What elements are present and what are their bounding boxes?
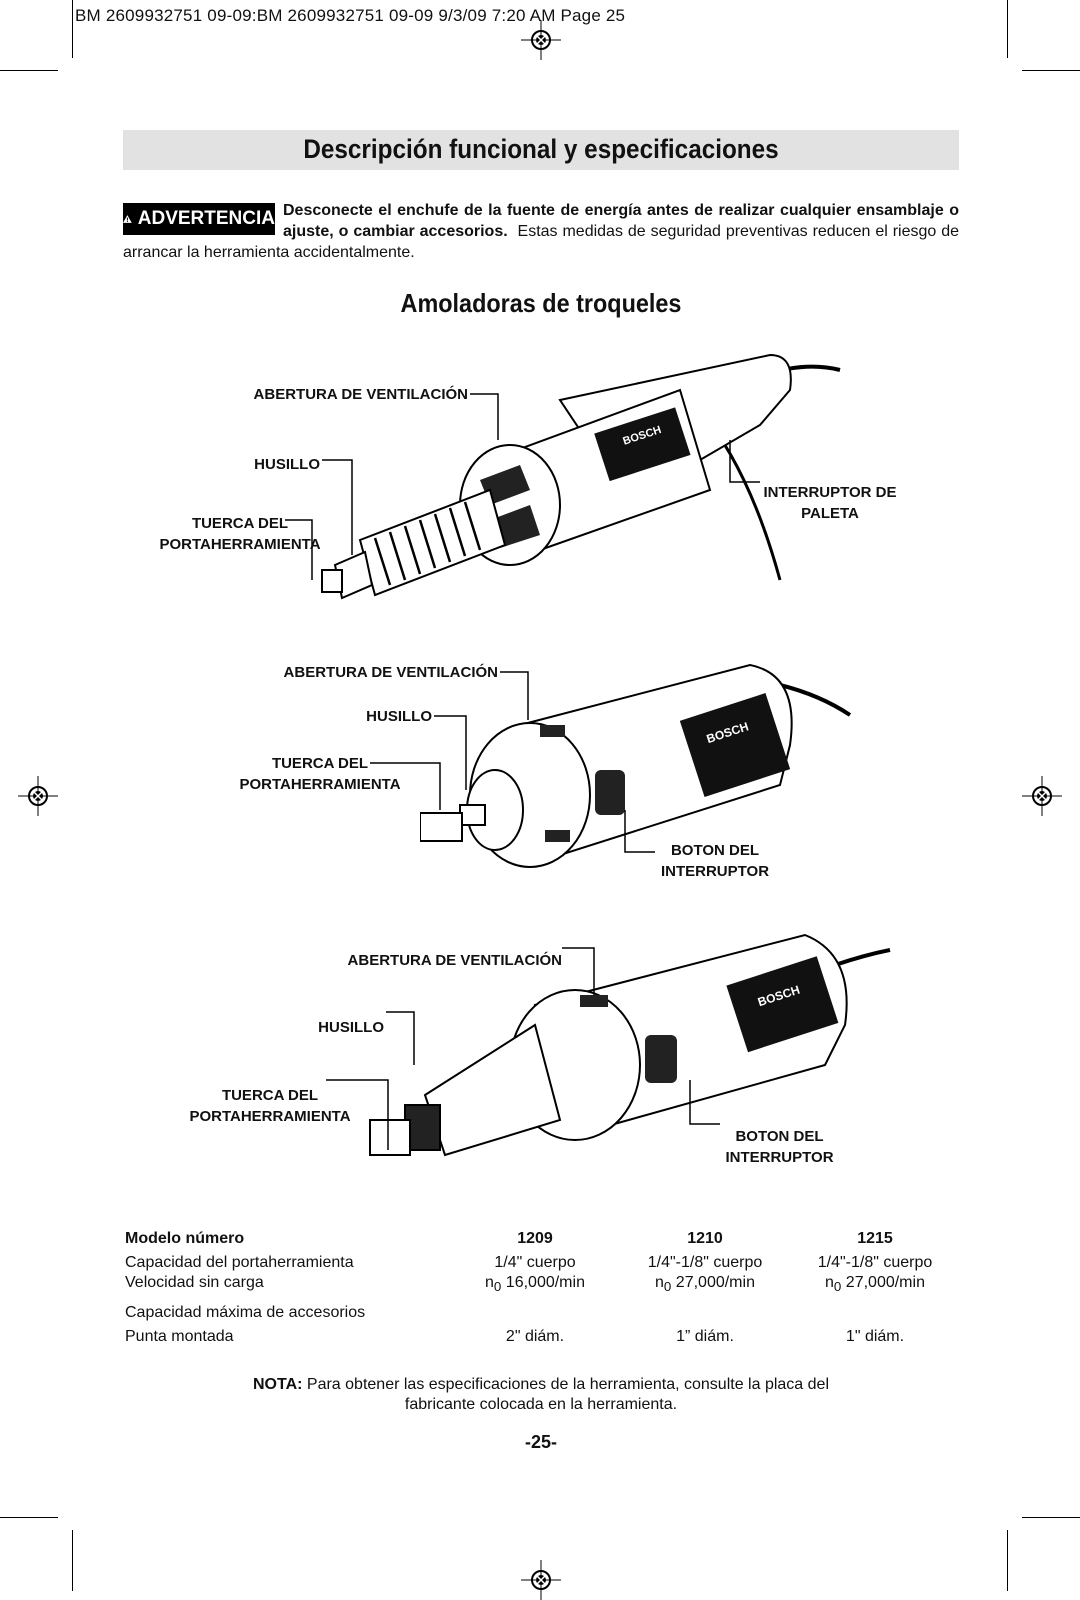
warning-badge: ADVERTENCIA xyxy=(123,203,275,235)
speed-symbol: n xyxy=(825,1274,834,1291)
diagram-1-leader-lines xyxy=(285,393,760,580)
label-collet-line2: PORTAHERRAMIENTA xyxy=(159,536,321,553)
crop-mark xyxy=(0,70,58,71)
note-text-line2: fabricante colocada en la herramienta. xyxy=(404,1396,678,1413)
registration-mark-icon xyxy=(521,20,561,60)
crop-mark xyxy=(1007,1530,1008,1591)
print-header: BM 2609932751 09-09:BM 2609932751 09-09 … xyxy=(75,6,626,25)
speed-symbol-sub: 0 xyxy=(833,1279,842,1295)
table-cell: 1/4"-1/8" cuerpo xyxy=(817,1254,933,1271)
page-number: -25- xyxy=(524,1432,557,1452)
label-collet: TUERCA DEL PORTAHERRAMIENTA xyxy=(140,513,340,555)
table-cell: Velocidad sin carga xyxy=(125,1274,264,1291)
section-title: Amoladoras de troqueles xyxy=(400,288,682,318)
label-switch-line1: BOTON DEL xyxy=(735,1128,824,1145)
warning-text: Estas medidas de seguridad preventivas r… xyxy=(123,223,959,261)
label-collet: TUERCA DEL PORTAHERRAMIENTA xyxy=(230,753,410,795)
label-spindle: HUSILLO xyxy=(318,1019,384,1036)
page-title: Descripción funcional y especificaciones xyxy=(303,134,779,164)
warning-triangle-icon xyxy=(123,215,132,223)
note-text-line1: Para obtener las especificaciones de la … xyxy=(306,1376,829,1393)
table-cell-value: 27,000/min xyxy=(845,1274,925,1291)
table-cell-value: 27,000/min xyxy=(675,1274,755,1291)
label-vent: ABERTURA DE VENTILACIÓN xyxy=(347,952,562,969)
table-header-cell: 1215 xyxy=(857,1230,893,1247)
label-switch-line1: INTERRUPTOR DE xyxy=(763,484,897,501)
label-switch-line2: PALETA xyxy=(801,505,859,522)
registration-mark-icon xyxy=(1022,776,1062,816)
label-switch-line2: INTERRUPTOR xyxy=(660,863,770,880)
label-vent: ABERTURA DE VENTILACIÓN xyxy=(253,386,468,403)
die-grinder-1-illustration: BOSCH xyxy=(321,353,841,600)
speed-symbol-sub: 0 xyxy=(493,1279,502,1295)
warning-badge-label: ADVERTENCIA xyxy=(137,208,275,229)
die-grinder-2-illustration: BOSCH xyxy=(420,663,852,868)
label-switch-line2: INTERRUPTOR xyxy=(725,1149,834,1166)
speed-symbol: n xyxy=(655,1274,664,1291)
label-collet-line1: TUERCA DEL xyxy=(191,515,289,532)
crop-mark xyxy=(72,0,73,58)
crop-mark xyxy=(1007,0,1008,58)
crop-mark xyxy=(72,1530,73,1591)
label-spindle: HUSILLO xyxy=(366,708,432,725)
table-cell: n0 27,000/min xyxy=(630,1274,780,1294)
table-cell: Capacidad del portaherramienta xyxy=(125,1254,354,1271)
title-bar xyxy=(123,130,959,170)
table-cell: Capacidad máxima de accesorios xyxy=(125,1304,366,1321)
warning-paragraph: Desconecte el enchufe de la fuente de en… xyxy=(123,200,959,263)
label-collet-line1: TUERCA DEL xyxy=(271,755,369,772)
diagram-3-leader-lines xyxy=(326,947,720,1150)
table-header-cell: 1210 xyxy=(687,1230,723,1247)
label-vent: ABERTURA DE VENTILACIÓN xyxy=(283,664,498,681)
label-switch: BOTON DEL INTERRUPTOR xyxy=(650,840,780,882)
speed-symbol-sub: 0 xyxy=(663,1279,672,1295)
warning-bold-text: Desconecte el enchufe de la fuente de en… xyxy=(283,202,959,240)
diagram-2-leader-lines xyxy=(370,671,655,853)
table-cell: 1" diám. xyxy=(845,1328,905,1345)
table-header-cell: Modelo número xyxy=(125,1230,245,1247)
registration-mark-icon xyxy=(521,1560,561,1600)
label-switch: BOTON DEL INTERRUPTOR xyxy=(712,1126,847,1168)
table-cell: Punta montada xyxy=(125,1328,234,1345)
registration-mark-icon xyxy=(18,776,58,816)
table-cell: n0 16,000/min xyxy=(485,1274,585,1294)
crop-mark xyxy=(0,1517,58,1518)
table-cell-value: 16,000/min xyxy=(505,1274,585,1291)
die-grinder-3-illustration: BOSCH xyxy=(369,933,891,1157)
crop-mark xyxy=(1022,1517,1080,1518)
table-cell: 1/4"-1/8" cuerpo xyxy=(647,1254,763,1271)
label-collet-line1: TUERCA DEL xyxy=(221,1087,319,1104)
label-switch-line1: BOTON DEL xyxy=(670,842,760,859)
table-cell: 1/4" cuerpo xyxy=(494,1254,576,1271)
crop-mark xyxy=(1022,70,1080,71)
speed-symbol: n xyxy=(485,1274,494,1291)
table-cell: 1” diám. xyxy=(676,1328,734,1345)
label-collet: TUERCA DEL PORTAHERRAMIENTA xyxy=(180,1085,360,1127)
label-collet-line2: PORTAHERRAMIENTA xyxy=(239,776,401,793)
label-switch: INTERRUPTOR DE PALETA xyxy=(755,482,905,524)
note-label: NOTA: xyxy=(252,1376,303,1393)
table-header-cell: 1209 xyxy=(517,1230,553,1247)
label-spindle: HUSILLO xyxy=(254,456,320,473)
table-cell: n0 27,000/min xyxy=(800,1274,950,1294)
note: NOTA: Para obtener las especificaciones … xyxy=(123,1375,959,1415)
table-cell: 2" diám. xyxy=(505,1328,565,1345)
label-collet-line2: PORTAHERRAMIENTA xyxy=(189,1108,351,1125)
